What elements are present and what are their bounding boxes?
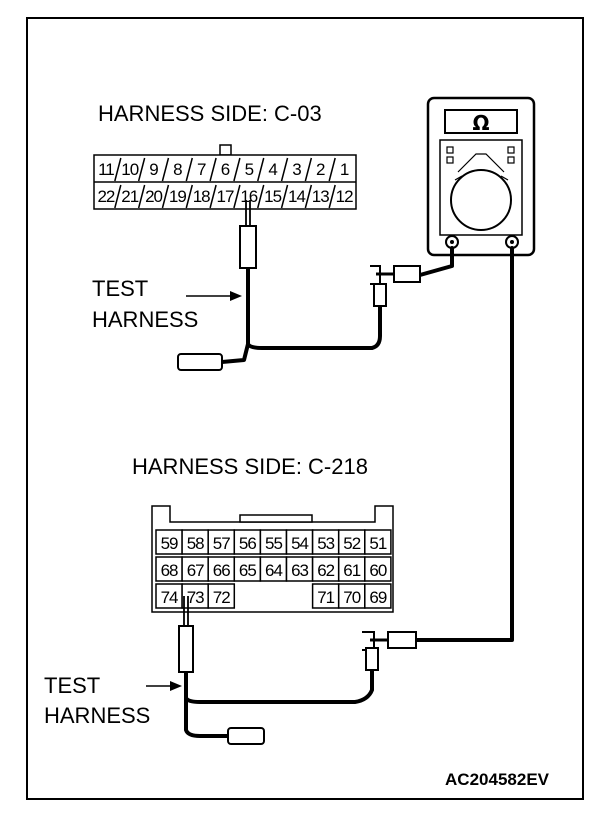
connector-a-latch bbox=[219, 144, 232, 156]
connector-a-pin: 14 bbox=[288, 187, 305, 206]
diagram-frame bbox=[26, 17, 584, 800]
connector-b-lock bbox=[239, 514, 313, 523]
connector-a-pin: 18 bbox=[193, 187, 210, 206]
arrow-a-icon bbox=[186, 291, 242, 301]
connector-a-pin: 10 bbox=[121, 160, 138, 179]
connector-b-pin: 51 bbox=[369, 534, 386, 553]
test-harness-a-label-line1: TEST bbox=[92, 276, 148, 301]
connector-b-pin: 73 bbox=[187, 588, 204, 607]
connector-b-pin: 65 bbox=[239, 561, 256, 580]
connector-a-pin: 7 bbox=[197, 160, 206, 179]
harness-a-loose-end bbox=[177, 353, 223, 371]
connector-b-pin: 61 bbox=[343, 561, 360, 580]
test-harness-a-label-line2: HARNESS bbox=[92, 307, 198, 332]
alligator-clip-b bbox=[362, 631, 417, 671]
connector-a-pin: 6 bbox=[221, 160, 230, 179]
connector-a-pin: 20 bbox=[145, 187, 162, 206]
connector-b-pin: 70 bbox=[343, 588, 360, 607]
connector-a-pin: 12 bbox=[336, 187, 353, 206]
connector-b: 59 58 57 56 55 54 53 52 51 68 67 66 65 64 63 62 61 60 74 73… bbox=[151, 505, 394, 613]
connector-a-pin: 1 bbox=[340, 160, 349, 179]
connector-b-pin: 74 bbox=[161, 588, 178, 607]
connector-b-pin: 66 bbox=[213, 561, 230, 580]
ohmmeter-dial bbox=[450, 169, 512, 231]
connector-a-pin: 4 bbox=[268, 160, 277, 179]
connector-a-pin: 15 bbox=[264, 187, 281, 206]
test-harness-b-label-line2: HARNESS bbox=[44, 703, 150, 728]
probe-b bbox=[178, 596, 194, 686]
connector-a-pin: 5 bbox=[245, 160, 254, 179]
ohm-symbol-icon: Ω bbox=[472, 111, 489, 135]
connector-b-pin: 72 bbox=[213, 588, 230, 607]
connector-a-title: HARNESS SIDE: C-03 bbox=[98, 101, 322, 126]
connector-a-pin: 17 bbox=[217, 187, 234, 206]
ohmmeter-display bbox=[444, 109, 518, 134]
connector-a-pin: 19 bbox=[169, 187, 186, 206]
connector-b-pin: 54 bbox=[291, 534, 308, 553]
probe-a bbox=[239, 200, 257, 269]
connector-b-pin: 63 bbox=[291, 561, 308, 580]
arrow-b-icon bbox=[146, 681, 182, 691]
connector-a-pin: 11 bbox=[98, 160, 114, 179]
connector-a-pin: 8 bbox=[173, 160, 182, 179]
connector-b-pin: 57 bbox=[213, 534, 230, 553]
connector-a-pin: 16 bbox=[240, 187, 257, 206]
connector-a-pin: 9 bbox=[149, 160, 158, 179]
connector-b-pin: 53 bbox=[317, 534, 334, 553]
harness-b-loose-end bbox=[227, 727, 265, 745]
test-leads bbox=[184, 246, 514, 738]
alligator-clip-a bbox=[370, 265, 421, 307]
connector-a-pin: 22 bbox=[97, 187, 114, 206]
connector-b-pin: 59 bbox=[161, 534, 178, 553]
connector-a-pin: 13 bbox=[312, 187, 329, 206]
connector-b-pin: 55 bbox=[265, 534, 282, 553]
ohmmeter: Ω bbox=[426, 96, 536, 257]
connector-b-pin: 67 bbox=[187, 561, 204, 580]
connector-b-pin: 52 bbox=[343, 534, 360, 553]
connector-b-pin: 62 bbox=[317, 561, 334, 580]
connector-a-pin: 3 bbox=[292, 160, 301, 179]
connector-a-pin: 2 bbox=[316, 160, 325, 179]
connector-b-pin: 60 bbox=[369, 561, 386, 580]
figure-code: AC204582EV bbox=[445, 770, 550, 789]
connector-b-pin: 71 bbox=[317, 588, 334, 607]
connector-b-pin: 69 bbox=[369, 588, 386, 607]
test-harness-b-label-line1: TEST bbox=[44, 673, 100, 698]
connector-b-pin: 58 bbox=[187, 534, 204, 553]
connector-b-pin: 56 bbox=[239, 534, 256, 553]
connector-b-pin: 68 bbox=[161, 561, 178, 580]
connector-a-pin: 21 bbox=[121, 187, 138, 206]
connector-b-pin: 64 bbox=[265, 561, 282, 580]
connector-b-title: HARNESS SIDE: C-218 bbox=[132, 454, 368, 479]
